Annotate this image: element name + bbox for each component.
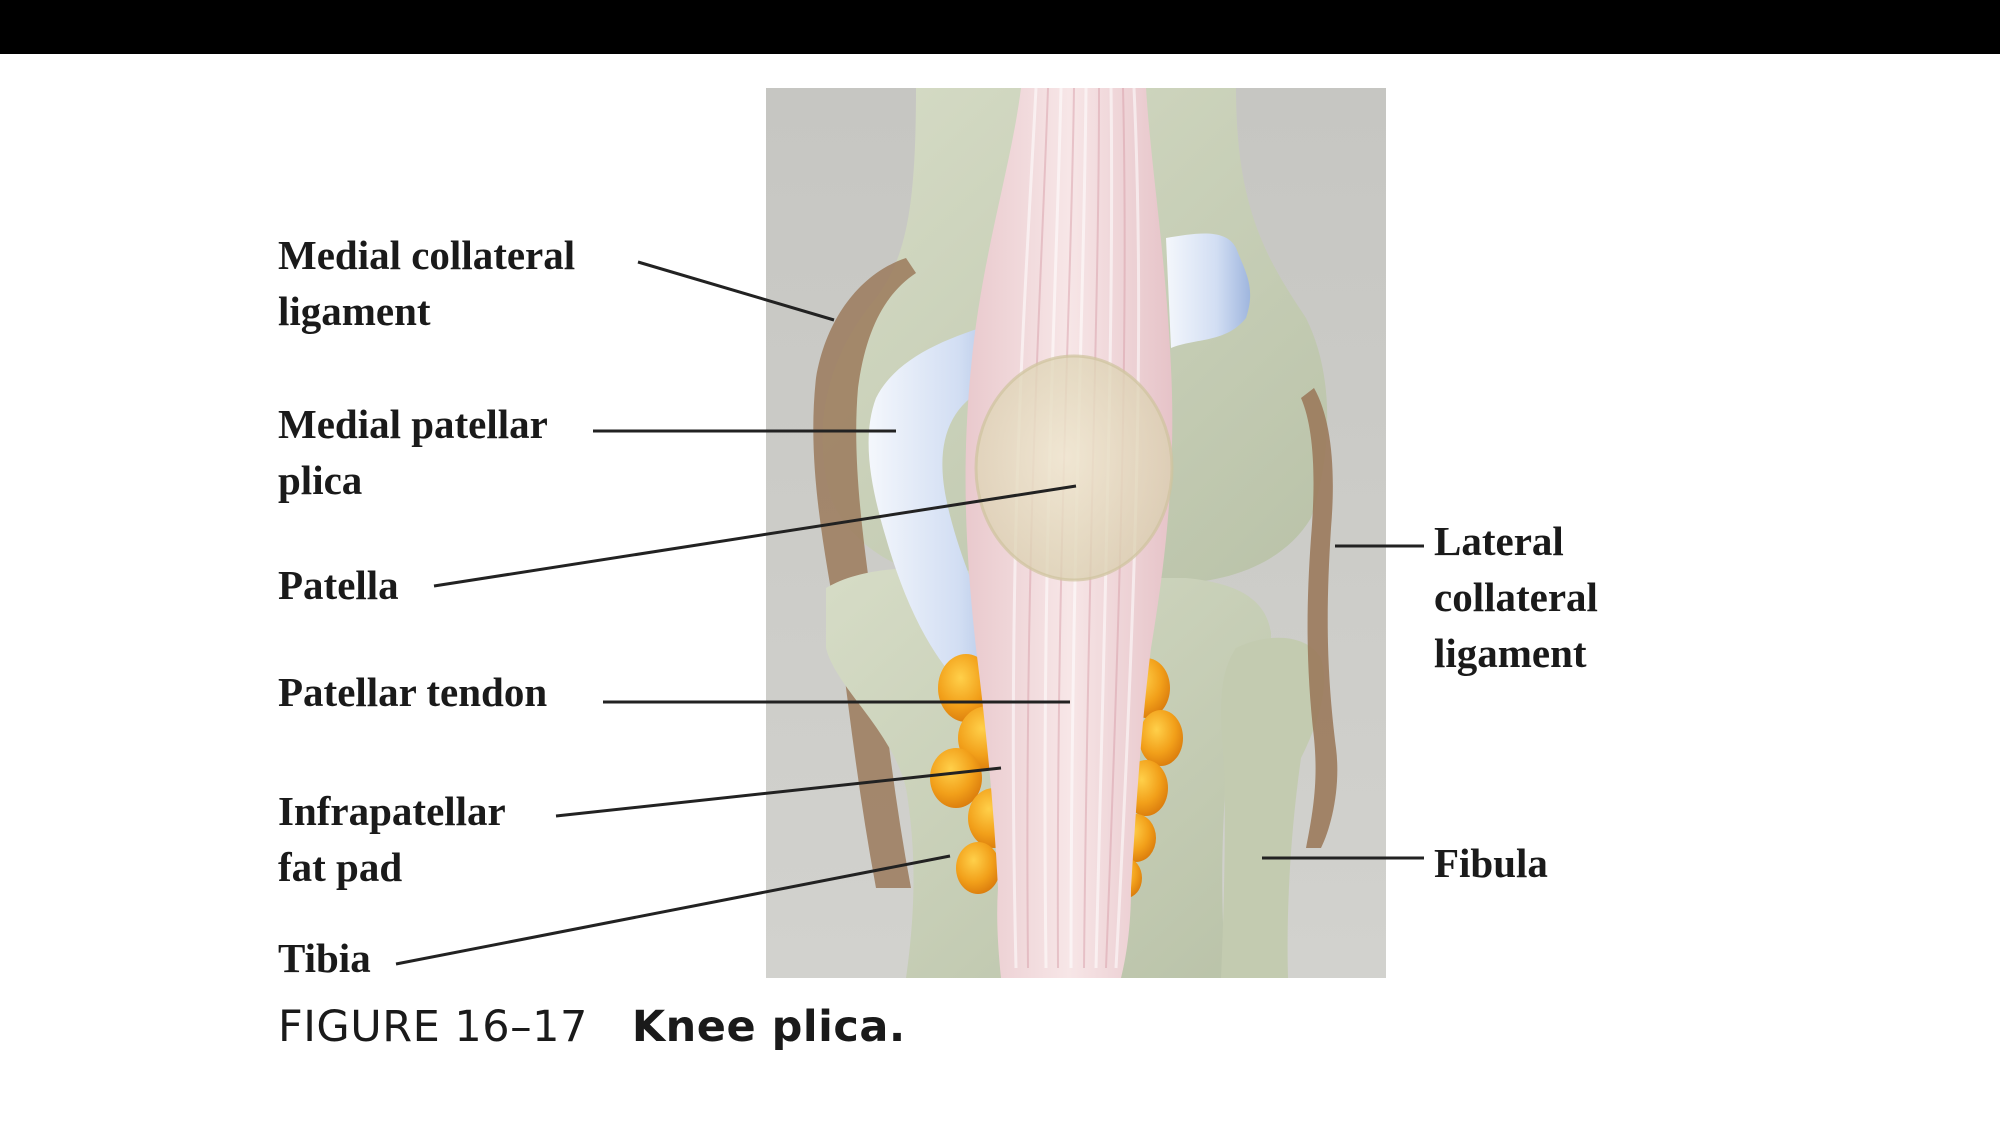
knee-illustration — [766, 88, 1386, 978]
label-line: collateral — [1434, 574, 1598, 620]
label-tibia: Tibia — [278, 930, 371, 986]
label-patella: Patella — [278, 557, 399, 613]
top-black-bar — [0, 0, 2000, 54]
label-line: Patella — [278, 562, 399, 608]
figure-title: Knee plica. — [631, 1002, 906, 1052]
lateral-plica-shape — [1166, 233, 1251, 348]
label-line: fat pad — [278, 844, 403, 890]
figure-caption: FIGURE 16–17 Knee plica. — [278, 1002, 906, 1052]
label-medial-collateral-ligament: Medial collateral ligament — [278, 227, 575, 339]
label-line: Fibula — [1434, 840, 1548, 886]
fibula — [1221, 637, 1325, 978]
label-line: ligament — [278, 288, 431, 334]
label-line: Patellar tendon — [278, 669, 548, 715]
lateral-collateral-ligament-shape — [1301, 388, 1338, 848]
label-line: plica — [278, 457, 363, 503]
label-line: Infrapatellar — [278, 788, 506, 834]
label-line: ligament — [1434, 630, 1587, 676]
label-lateral-collateral-ligament: Lateral collateral ligament — [1434, 513, 1598, 681]
label-medial-patellar-plica: Medial patellar plica — [278, 396, 548, 508]
label-line: Medial collateral — [278, 232, 576, 278]
label-line: Medial patellar — [278, 401, 548, 447]
label-fibula: Fibula — [1434, 835, 1548, 891]
label-patellar-tendon: Patellar tendon — [278, 664, 547, 720]
label-infrapatellar-fat-pad: Infrapatellar fat pad — [278, 783, 506, 895]
patella-shape — [974, 354, 1174, 582]
label-line: Tibia — [278, 935, 371, 981]
figure-number: FIGURE 16–17 — [278, 1002, 588, 1052]
label-line: Lateral — [1434, 518, 1564, 564]
